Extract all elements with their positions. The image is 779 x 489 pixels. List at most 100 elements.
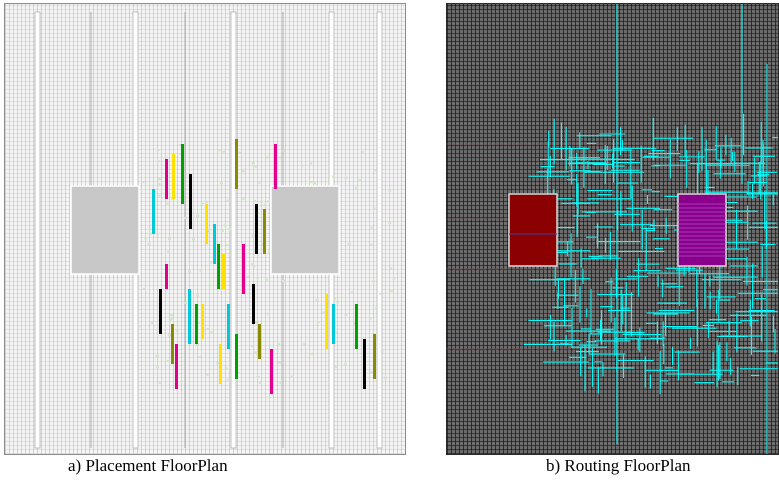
placed-cell-halo	[313, 181, 317, 184]
placed-cell-halo	[241, 170, 245, 173]
placed-cell-halo	[200, 202, 204, 205]
placed-cell-column	[373, 334, 376, 379]
placed-cell-halo	[147, 242, 151, 245]
placed-cell-halo	[333, 297, 337, 300]
placed-cell-column	[205, 204, 208, 244]
placed-cell-halo	[196, 215, 200, 218]
placed-cell-halo	[170, 317, 174, 320]
placed-cell-halo	[277, 343, 281, 346]
placed-cell-halo	[158, 381, 162, 384]
placed-cell-column	[235, 139, 238, 189]
placed-cell-halo	[222, 150, 226, 153]
placed-cell-halo	[370, 226, 374, 229]
row-divider	[376, 11, 383, 449]
placed-cell-column	[325, 294, 328, 349]
placed-cell-halo	[257, 181, 261, 184]
placed-cell-column	[165, 264, 168, 289]
placed-cell-column	[235, 334, 238, 379]
caption-routing: b) Routing FloorPlan	[546, 456, 691, 475]
placed-cell-halo	[254, 351, 258, 354]
placed-cell-column	[355, 304, 358, 349]
placed-cell-halo	[267, 200, 271, 203]
routing-floorplan-canvas	[447, 4, 778, 454]
placed-cell-halo	[255, 353, 259, 356]
placed-cell-halo	[333, 331, 337, 334]
placed-cell-halo	[388, 221, 392, 224]
macro-block-right	[677, 193, 727, 267]
placed-cell-halo	[183, 301, 187, 304]
placed-cell-halo	[215, 361, 219, 364]
placed-cell-column	[189, 174, 192, 229]
placed-cell-halo	[184, 216, 188, 219]
placed-cell-halo	[264, 278, 268, 281]
placed-cell-column	[172, 154, 175, 199]
placed-cell-column	[263, 209, 266, 254]
placed-cell-halo	[175, 329, 179, 332]
placed-cell-halo	[336, 300, 340, 303]
placed-cell-halo	[165, 202, 169, 205]
placed-cell-halo	[265, 156, 269, 159]
placed-cell-halo	[158, 177, 162, 180]
placed-cell-halo	[266, 312, 270, 315]
placed-cell-halo	[148, 228, 152, 231]
placed-cell-halo	[206, 327, 210, 330]
placed-cell-halo	[220, 229, 224, 232]
placed-cell-halo	[178, 144, 182, 147]
placed-cell-halo	[251, 345, 255, 348]
placed-cell-halo	[208, 228, 212, 231]
placed-cell-halo	[142, 288, 146, 291]
placed-cell-column	[255, 204, 258, 254]
placed-cell-column	[165, 159, 168, 199]
placed-cell-halo	[358, 178, 362, 181]
placed-cell-halo	[251, 162, 255, 165]
placed-cell-halo	[223, 224, 227, 227]
placed-cell-halo	[238, 151, 242, 154]
placed-cell-column	[270, 349, 273, 394]
placed-cell-halo	[281, 149, 285, 152]
placed-cell-halo	[192, 238, 196, 241]
placed-cell-halo	[282, 280, 286, 283]
placed-cell-halo	[226, 244, 230, 247]
placed-cell-halo	[188, 270, 192, 273]
placed-cell-halo	[371, 280, 375, 283]
placed-cell-halo	[168, 318, 172, 321]
placed-cell-halo	[195, 294, 199, 297]
placed-cell-column	[152, 189, 155, 234]
placed-cell-halo	[392, 277, 396, 280]
placed-cell-halo	[156, 149, 160, 152]
placed-cell-halo	[251, 262, 255, 265]
placed-cell-halo	[263, 204, 267, 207]
placed-cell-halo	[196, 321, 200, 324]
placed-cell-halo	[370, 371, 374, 374]
macro-block-left	[508, 193, 558, 267]
placed-cell-halo	[309, 180, 313, 183]
placed-cell-halo	[205, 373, 209, 376]
placed-cell-column	[363, 339, 366, 389]
placed-cell-halo	[255, 276, 259, 279]
placed-cell-halo	[218, 149, 222, 152]
placed-cell-halo	[309, 162, 313, 165]
row-divider	[230, 11, 237, 449]
placed-cell-halo	[322, 311, 326, 314]
placed-cell-column	[222, 254, 225, 289]
placed-cell-halo	[278, 156, 282, 159]
placed-cell-halo	[226, 378, 230, 381]
placed-cell-halo	[242, 197, 246, 200]
placed-cell-halo	[151, 321, 155, 324]
placed-cell-halo	[204, 200, 208, 203]
placed-cell-halo	[198, 356, 202, 359]
placed-cell-halo	[372, 207, 376, 210]
placed-cell-halo	[343, 363, 347, 366]
placed-cell-halo	[389, 267, 393, 270]
placed-cell-halo	[157, 183, 161, 186]
placed-cell-column	[213, 224, 216, 264]
placement-floorplan	[4, 3, 406, 455]
placed-cell-halo	[368, 317, 372, 320]
placed-cell-halo	[259, 200, 263, 203]
placed-cell-halo	[344, 313, 348, 316]
placed-cell-halo	[156, 160, 160, 163]
placed-cell-column	[171, 324, 174, 364]
placed-cell-halo	[316, 320, 320, 323]
placed-cell-halo	[347, 242, 351, 245]
placed-cell-column	[242, 244, 245, 294]
